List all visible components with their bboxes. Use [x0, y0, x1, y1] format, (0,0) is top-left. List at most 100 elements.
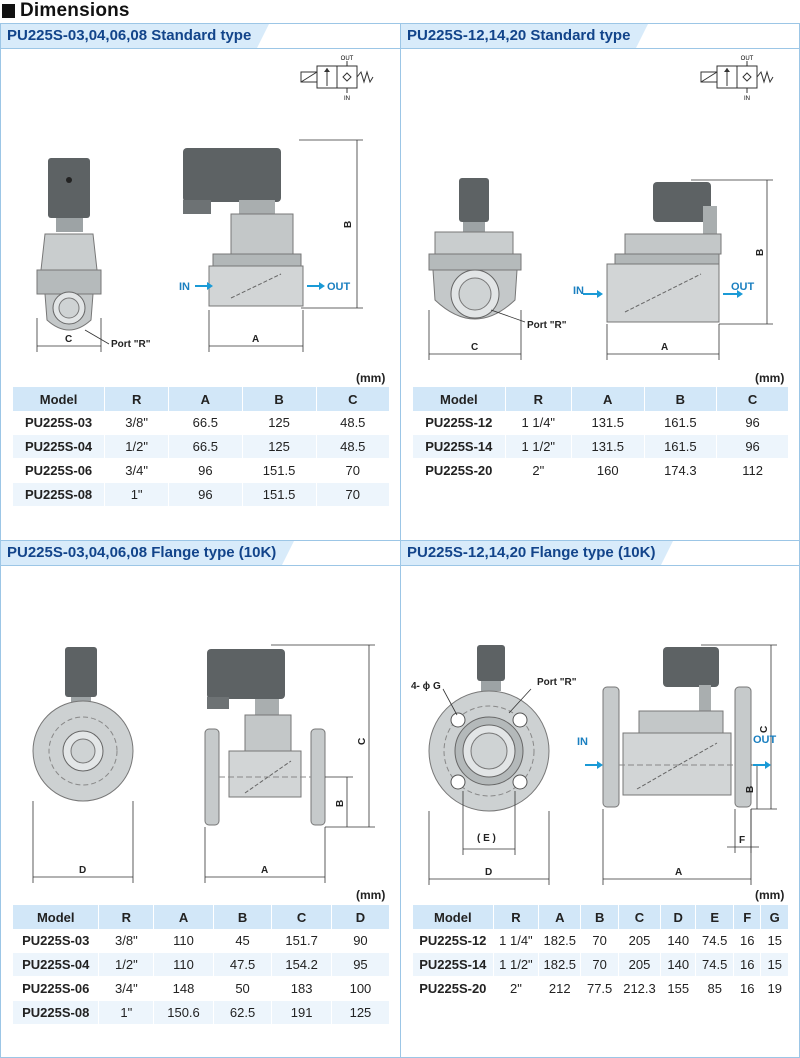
table-cell: 3/8" [104, 411, 170, 435]
in-label: IN [179, 281, 190, 293]
table-cell: 191 [271, 1000, 332, 1025]
table-cell: 70 [580, 929, 619, 953]
table-cell: 66.5 [168, 434, 243, 459]
column-header: D [660, 905, 697, 929]
table-cell: PU225S-12 [413, 411, 506, 435]
table-cell: 1 1/2" [505, 434, 572, 459]
column-header: Model [13, 387, 106, 411]
table-cell: 160 [571, 458, 645, 483]
in-label: IN [573, 285, 584, 297]
table-cell: 16 [733, 976, 762, 1001]
symbol-in-label: IN [744, 96, 750, 102]
dim-b-label: B [343, 221, 354, 228]
table-cell: 125 [242, 434, 317, 459]
column-header: A [538, 905, 582, 929]
in-label: IN [577, 736, 588, 748]
dim-f-label: F [739, 835, 745, 846]
table-cell: 174.3 [644, 458, 718, 483]
table-cell: 48.5 [316, 434, 391, 459]
column-header: A [153, 905, 214, 929]
table-cell: PU225S-04 [13, 952, 100, 977]
title-square-icon [2, 4, 15, 18]
column-header: B [242, 387, 317, 411]
symbol-out-label: OUT [341, 56, 354, 62]
unit-label: (mm) [755, 371, 785, 385]
panel-title: PU225S-03,04,06,08 Flange type (10K) [1, 541, 283, 565]
table-cell: 183 [271, 976, 332, 1001]
panel-title: PU225S-12,14,20 Flange type (10K) [401, 541, 662, 565]
table-cell: 96 [716, 434, 789, 459]
table-cell: 70 [580, 952, 619, 977]
column-header: R [98, 905, 155, 929]
valve-symbol-icon: OUT IN [300, 56, 374, 102]
table-cell: 70 [316, 458, 391, 483]
table-cell: PU225S-03 [13, 411, 106, 435]
dim-b-label: B [745, 786, 756, 793]
panel-title: PU225S-12,14,20 Standard type [401, 24, 637, 48]
dim-a-label: A [261, 865, 268, 876]
dim-a-label: A [661, 342, 668, 353]
column-header: C [271, 905, 332, 929]
table-cell: 100 [331, 976, 391, 1001]
table-cell: 70 [316, 482, 391, 507]
table-cell: PU225S-20 [413, 976, 494, 1001]
column-header: B [213, 905, 273, 929]
table-cell: 66.5 [168, 411, 243, 435]
table-cell: 205 [618, 952, 662, 977]
table-cell: 3/4" [98, 976, 155, 1001]
table-cell: 2" [493, 976, 540, 1001]
dim-a-label: A [675, 867, 682, 878]
valve-side-view [204, 649, 326, 826]
unit-label: (mm) [356, 371, 386, 385]
valve-drawing-flange-large: IN OUT Port "R" 4- ϕ G ( E ) D A F B C [411, 644, 777, 885]
flow-arrows [585, 761, 771, 769]
page-title-text: Dimensions [20, 0, 130, 21]
table-cell: 15 [760, 929, 789, 953]
table-cell: PU225S-06 [13, 976, 100, 1001]
column-header: R [104, 387, 170, 411]
table-cell: 148 [153, 976, 214, 1001]
flow-arrows [195, 282, 325, 290]
port-label: Port "R" [527, 320, 567, 331]
table-cell: 62.5 [213, 1000, 273, 1025]
column-header: Model [13, 905, 100, 929]
table-cell: 182.5 [538, 929, 582, 953]
table-cell: 77.5 [580, 976, 619, 1001]
table-cell: 182.5 [538, 952, 582, 977]
table-cell: PU225S-14 [413, 952, 494, 977]
column-header: C [618, 905, 662, 929]
dimension-lines [36, 139, 363, 352]
valve-drawing-standard-small: OUT IN [36, 56, 374, 352]
table-cell: 212.3 [618, 976, 662, 1001]
dim-c-label: C [471, 342, 478, 353]
unit-label: (mm) [755, 888, 785, 902]
table-cell: 85 [695, 976, 735, 1001]
table-cell: 150.6 [153, 1000, 214, 1025]
table-cell: 96 [168, 482, 243, 507]
dim-c-label: C [759, 726, 770, 733]
table-cell: 1/2" [98, 952, 155, 977]
table-cell: 16 [733, 929, 762, 953]
table-cell: 19 [760, 976, 789, 1001]
table-cell: 154.2 [271, 952, 332, 977]
column-header: E [695, 905, 735, 929]
column-header: Model [413, 387, 506, 411]
table-cell: PU225S-14 [413, 434, 506, 459]
valve-front-view [36, 158, 102, 331]
table-cell: 125 [242, 411, 317, 435]
table-cell: 16 [733, 952, 762, 977]
table-cell: 1 1/4" [493, 929, 540, 953]
table-cell: 1/2" [104, 434, 170, 459]
table-cell: 151.7 [271, 929, 332, 953]
dim-c-label: C [65, 334, 72, 345]
